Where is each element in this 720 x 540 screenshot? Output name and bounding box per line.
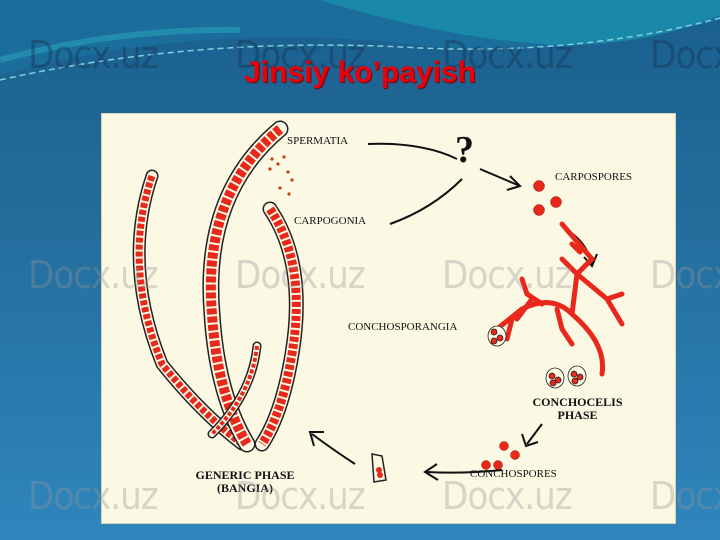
filament — [202, 120, 289, 453]
watermark: Docx.uz — [28, 253, 159, 297]
spermatia-dots — [268, 155, 294, 196]
watermark: Docx.uz — [442, 33, 573, 77]
watermark: Docx.uz — [442, 253, 573, 297]
label-line: GENERIC PHASE — [195, 468, 295, 482]
label-carpogonia: CARPOGONIA — [294, 215, 367, 227]
watermark: Docx.uz — [650, 253, 720, 297]
watermark: Docx.uz — [650, 474, 720, 518]
watermark: Docx.uz — [235, 253, 366, 297]
carpospores — [533, 180, 562, 216]
label-line: CONCHOCELIS — [532, 395, 623, 409]
slide-title: Jinsiy ko’payish — [244, 56, 476, 89]
filament — [207, 341, 262, 439]
label-conchocelis-phase: CONCHOCELIS PHASE — [520, 396, 635, 422]
label-conchospores: CONCHOSPORES — [470, 468, 557, 480]
watermark: Docx.uz — [235, 474, 366, 518]
conchocelis-filaments — [494, 221, 625, 377]
bangia-filaments — [132, 120, 304, 453]
watermark: Docx.uz — [235, 33, 366, 77]
conchospores — [481, 441, 520, 470]
label-conchosporangia: CONCHOSPORANGIA — [348, 321, 458, 333]
watermark: Docx.uz — [442, 474, 573, 518]
label-carpospores: CARPOSPORES — [555, 171, 633, 183]
germling — [371, 453, 387, 483]
label-question-mark: ? — [455, 129, 474, 171]
watermark: Docx.uz — [650, 33, 720, 77]
label-line: (BANGIA) — [217, 481, 273, 495]
watermark: Docx.uz — [28, 33, 159, 77]
life-cycle-figure — [101, 113, 676, 524]
label-spermatia: SPERMATIA — [287, 135, 349, 147]
label-line: PHASE — [557, 408, 598, 422]
filament — [132, 169, 249, 451]
conchosporangia — [487, 325, 587, 389]
cycle-arrows — [308, 142, 598, 481]
filament — [254, 201, 304, 452]
watermark: Docx.uz — [28, 474, 159, 518]
life-cycle-diagram — [132, 120, 625, 483]
label-generic-phase: GENERIC PHASE (BANGIA) — [175, 469, 315, 495]
